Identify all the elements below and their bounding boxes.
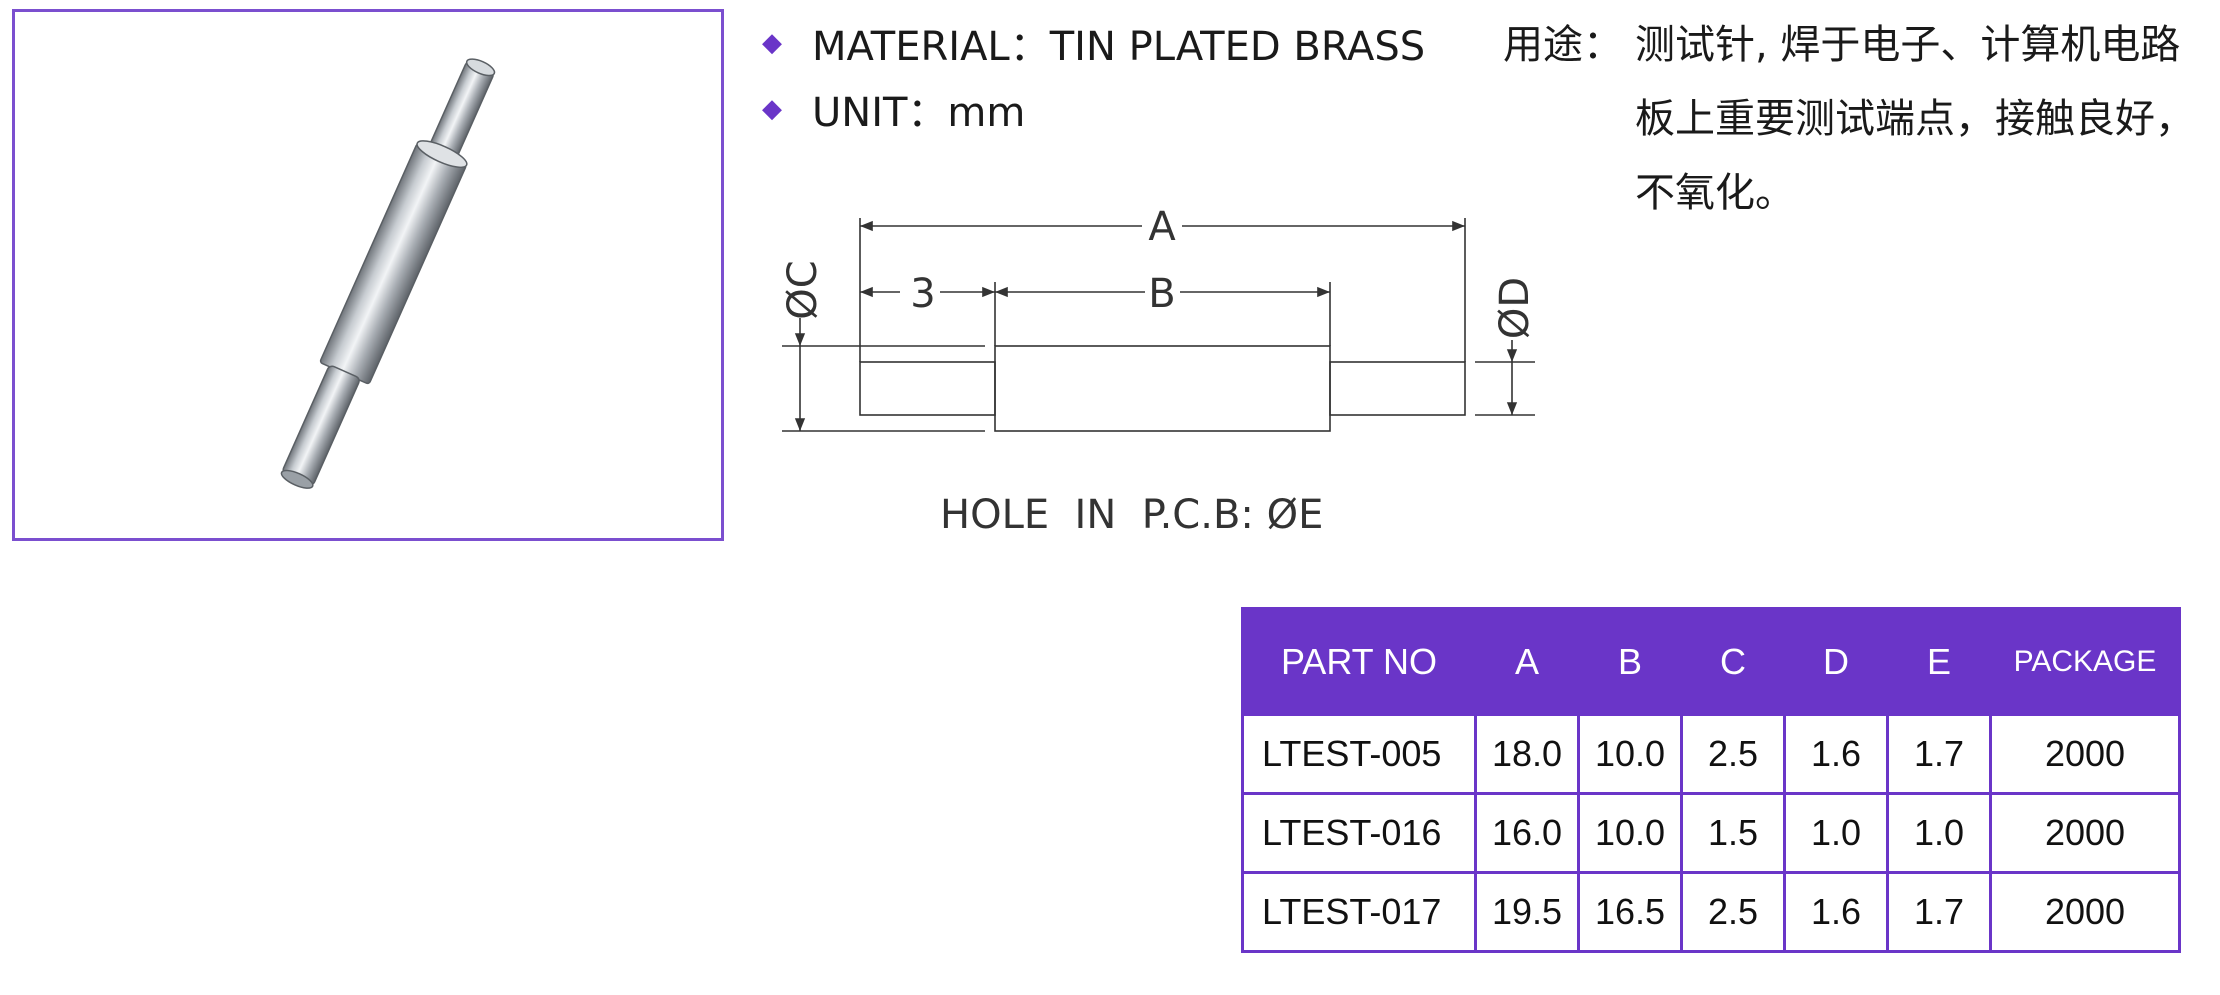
cell-a: 16.0	[1474, 792, 1580, 874]
table-row: LTEST-017 19.5 16.5 2.5 1.6 1.7 2000	[1241, 871, 2181, 953]
cell-part-no: LTEST-016	[1241, 792, 1477, 874]
col-c: C	[1680, 607, 1786, 716]
cell-b: 10.0	[1577, 713, 1683, 795]
col-part-no: PART NO	[1241, 607, 1477, 716]
col-a: A	[1474, 607, 1580, 716]
cell-a: 19.5	[1474, 871, 1580, 953]
cell-part-no: LTEST-017	[1241, 871, 1477, 953]
col-e: E	[1886, 607, 1992, 716]
col-package: PACKAGE	[1989, 607, 2181, 716]
cell-a: 18.0	[1474, 713, 1580, 795]
dim-c-label: ØC	[780, 260, 826, 319]
usage-label: 用途：	[1503, 22, 1623, 68]
spec-unit-label: UNIT：mm	[812, 90, 1026, 136]
cell-package: 2000	[1989, 792, 2181, 874]
cell-e: 1.7	[1886, 713, 1992, 795]
cell-d: 1.6	[1783, 871, 1889, 953]
cell-d: 1.6	[1783, 713, 1889, 795]
dim-3-label: 3	[910, 271, 935, 317]
bullet-diamond-icon: ◆	[762, 28, 782, 58]
right-pin-shape	[1329, 361, 1466, 416]
dimension-drawing: A 3 B ØC ØD HOLE IN P.C.B: ØE	[780, 204, 1538, 538]
body-shape	[994, 345, 1331, 432]
dim-b-label: B	[1148, 271, 1175, 317]
spec-material: ◆ MATERIAL：TIN PLATED BRASS	[762, 14, 1425, 72]
usage-text: 测试针, 焊于电子、计算机电路板上重要测试端点，接触良好，不氧化。	[1635, 22, 2195, 216]
spec-material-label: MATERIAL：TIN PLATED BRASS	[812, 24, 1426, 70]
cell-e: 1.0	[1886, 792, 1992, 874]
cell-c: 2.5	[1680, 871, 1786, 953]
col-b: B	[1577, 607, 1683, 716]
cell-package: 2000	[1989, 871, 2181, 953]
cell-e: 1.7	[1886, 871, 1992, 953]
left-pin-shape	[859, 361, 996, 416]
dim-d-label: ØD	[1492, 277, 1538, 339]
dim-a-label: A	[1148, 204, 1176, 250]
parts-table: PART NO A B C D E PACKAGE LTEST-005 18.0…	[1241, 607, 2181, 953]
hole-note: HOLE IN P.C.B: ØE	[940, 492, 1323, 538]
cell-b: 16.5	[1577, 871, 1683, 953]
test-pin-image	[280, 58, 496, 489]
product-photo-frame	[12, 9, 724, 541]
table-row: LTEST-005 18.0 10.0 2.5 1.6 1.7 2000	[1241, 713, 2181, 795]
cell-part-no: LTEST-005	[1241, 713, 1477, 795]
cell-b: 10.0	[1577, 792, 1683, 874]
spec-unit: ◆ UNIT：mm	[762, 80, 1025, 138]
table-header-row: PART NO A B C D E PACKAGE	[1241, 607, 2181, 716]
cell-c: 2.5	[1680, 713, 1786, 795]
cell-package: 2000	[1989, 713, 2181, 795]
table-row: LTEST-016 16.0 10.0 1.5 1.0 1.0 2000	[1241, 792, 2181, 874]
cell-c: 1.5	[1680, 792, 1786, 874]
cell-d: 1.0	[1783, 792, 1889, 874]
col-d: D	[1783, 607, 1889, 716]
bullet-diamond-icon: ◆	[762, 94, 782, 124]
